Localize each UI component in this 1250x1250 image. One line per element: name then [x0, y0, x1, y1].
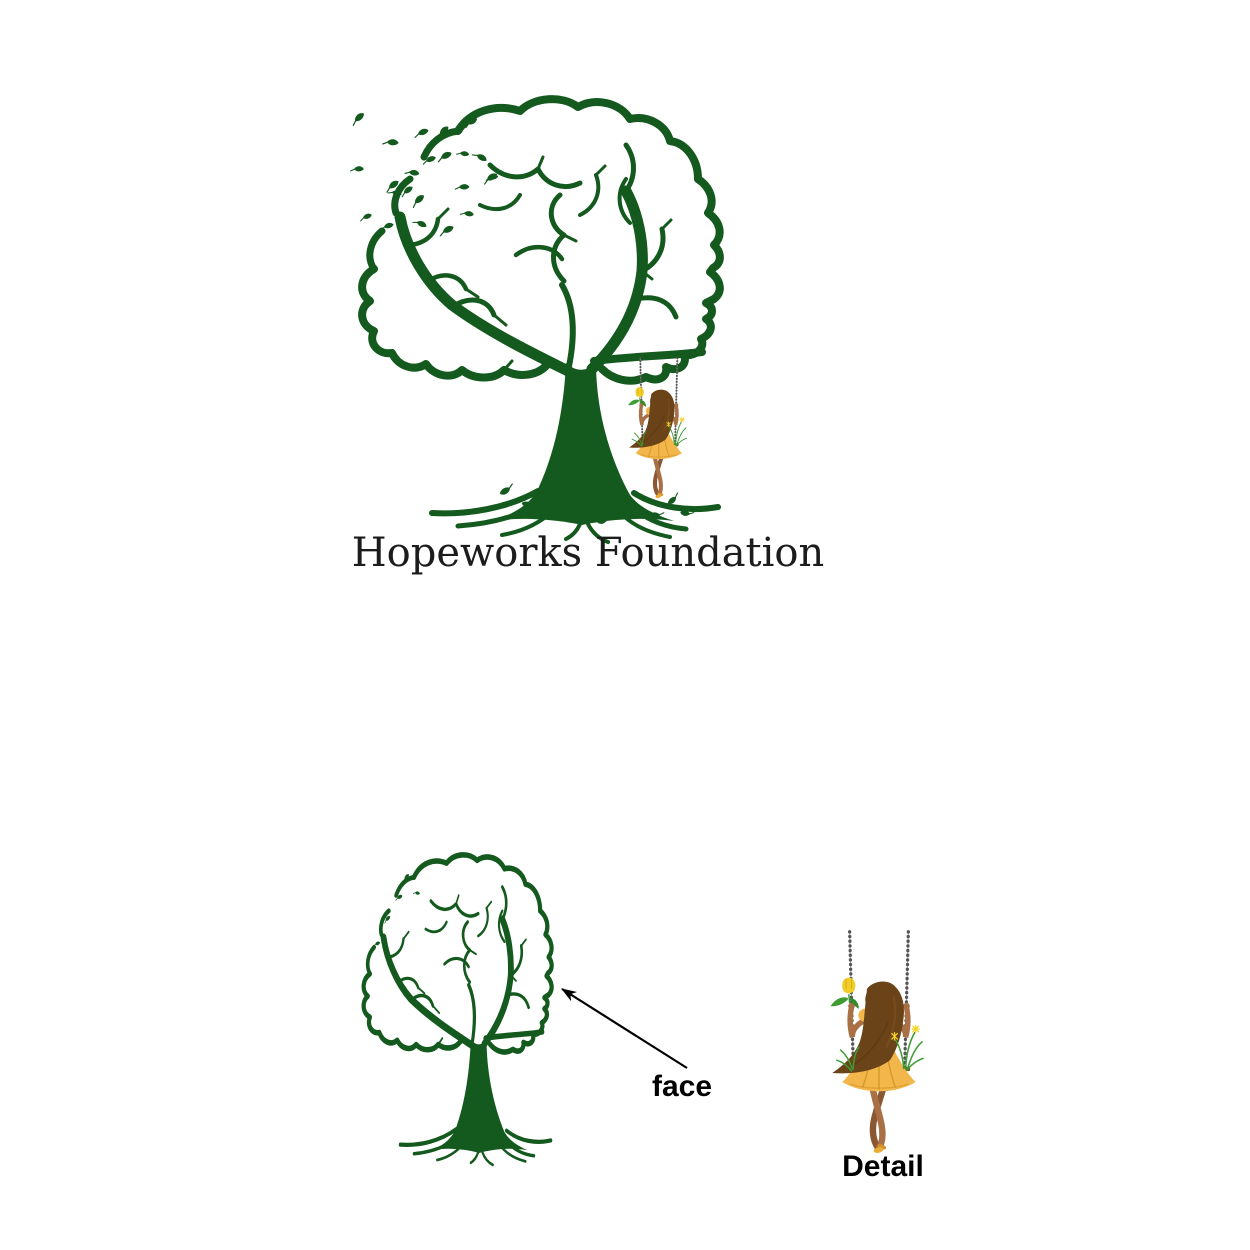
face-label: face: [651, 1070, 713, 1103]
detail-label: Detail: [842, 1150, 924, 1183]
brand-name: Hopeworks Foundation: [351, 530, 825, 576]
brain-tree-variant-icon: [352, 852, 557, 1160]
girl-on-swing-detail-icon: [824, 930, 934, 1150]
brain-tree-icon: [349, 95, 730, 535]
detail-figure: [824, 930, 934, 1150]
face-annotation-arrow: [561, 988, 688, 1069]
falling-leaves-icon: [349, 110, 500, 237]
tree-variant-figure: [352, 852, 557, 1160]
main-logo: [340, 95, 730, 535]
